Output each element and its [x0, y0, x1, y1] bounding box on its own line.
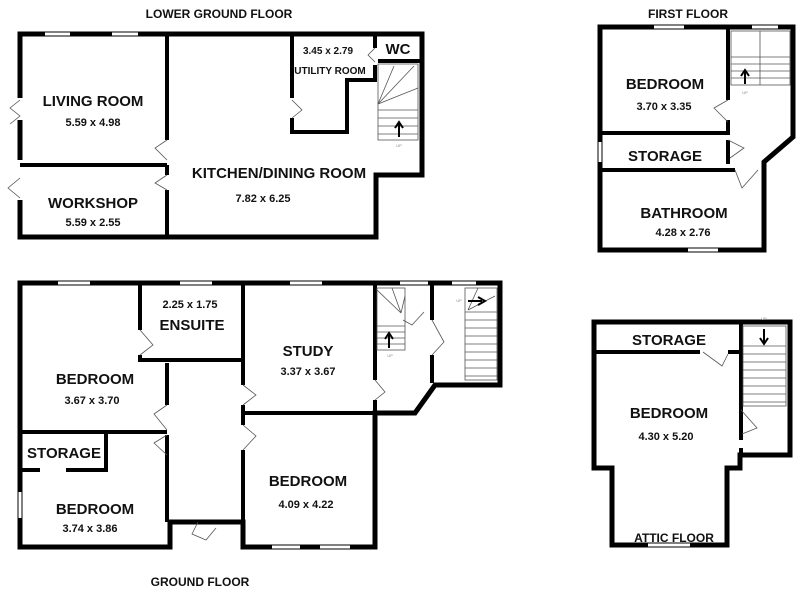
lower-ground-floor-plan: LOWER GROUND FLOOR UP LIVING ROOM 5.59 x… — [7, 7, 425, 240]
room-name: KITCHEN/DINING ROOM — [192, 165, 366, 182]
room-name: STORAGE — [27, 445, 101, 462]
svg-text:UP: UP — [456, 298, 462, 303]
up-arrow-icon — [384, 331, 394, 348]
room-name: BEDROOM — [56, 501, 134, 518]
room-name: UTILITY ROOM — [294, 66, 365, 77]
floor-title: GROUND FLOOR — [151, 575, 250, 589]
svg-text:UP: UP — [761, 316, 767, 321]
svg-text:UP: UP — [396, 143, 402, 148]
room-size: 4.30 x 5.20 — [638, 431, 693, 443]
down-arrow-icon — [759, 329, 769, 346]
room-size: 7.82 x 6.25 — [235, 193, 290, 205]
floor-title: LOWER GROUND FLOOR — [146, 7, 293, 21]
up-arrow-icon — [394, 120, 404, 137]
room-name: BEDROOM — [626, 76, 704, 93]
room-size: 3.67 x 3.70 — [64, 395, 119, 407]
floor-title: ATTIC FLOOR — [634, 531, 714, 545]
up-arrow-icon — [468, 296, 488, 306]
room-name: WORKSHOP — [48, 195, 138, 212]
room-size: 3.74 x 3.86 — [62, 523, 117, 535]
svg-text:UP: UP — [742, 90, 748, 95]
room-name: ENSUITE — [159, 317, 224, 334]
room-name: BEDROOM — [630, 405, 708, 422]
svg-text:UP: UP — [387, 353, 393, 358]
room-size: 4.28 x 2.76 — [655, 227, 710, 239]
room-size: 3.37 x 3.67 — [280, 366, 335, 378]
staircase: UP UP — [376, 287, 498, 381]
room-size: 3.45 x 2.79 — [303, 46, 353, 57]
staircase: UP — [730, 30, 791, 95]
room-size: 4.09 x 4.22 — [278, 499, 333, 511]
room-size: 5.59 x 2.55 — [65, 217, 120, 229]
room-name: WC — [386, 41, 411, 58]
attic-floor-plan: ATTIC FLOOR UP STORAGE BEDROOM 4.30 x 5.… — [591, 316, 793, 548]
floor-title: FIRST FLOOR — [648, 7, 728, 21]
room-name: BEDROOM — [56, 371, 134, 388]
room-size: 2.25 x 1.75 — [162, 299, 217, 311]
room-name: LIVING ROOM — [43, 93, 144, 110]
first-floor-plan: FIRST FLOOR UP BEDROOM 3.70 x 3.35 STORA… — [597, 7, 796, 253]
room-name: BEDROOM — [269, 473, 347, 490]
staircase: UP — [377, 63, 419, 148]
room-name: STORAGE — [628, 148, 702, 165]
room-name: BATHROOM — [640, 205, 727, 222]
room-size: 5.59 x 4.98 — [65, 117, 120, 129]
ground-floor-plan: GROUND FLOOR UP UP BEDROOM 3.67 x 3.70 E… — [17, 280, 503, 589]
room-name: STUDY — [283, 343, 334, 360]
up-arrow-icon — [740, 68, 750, 84]
staircase: UP — [742, 316, 787, 407]
room-name: STORAGE — [632, 332, 706, 349]
room-size: 3.70 x 3.35 — [636, 101, 691, 113]
